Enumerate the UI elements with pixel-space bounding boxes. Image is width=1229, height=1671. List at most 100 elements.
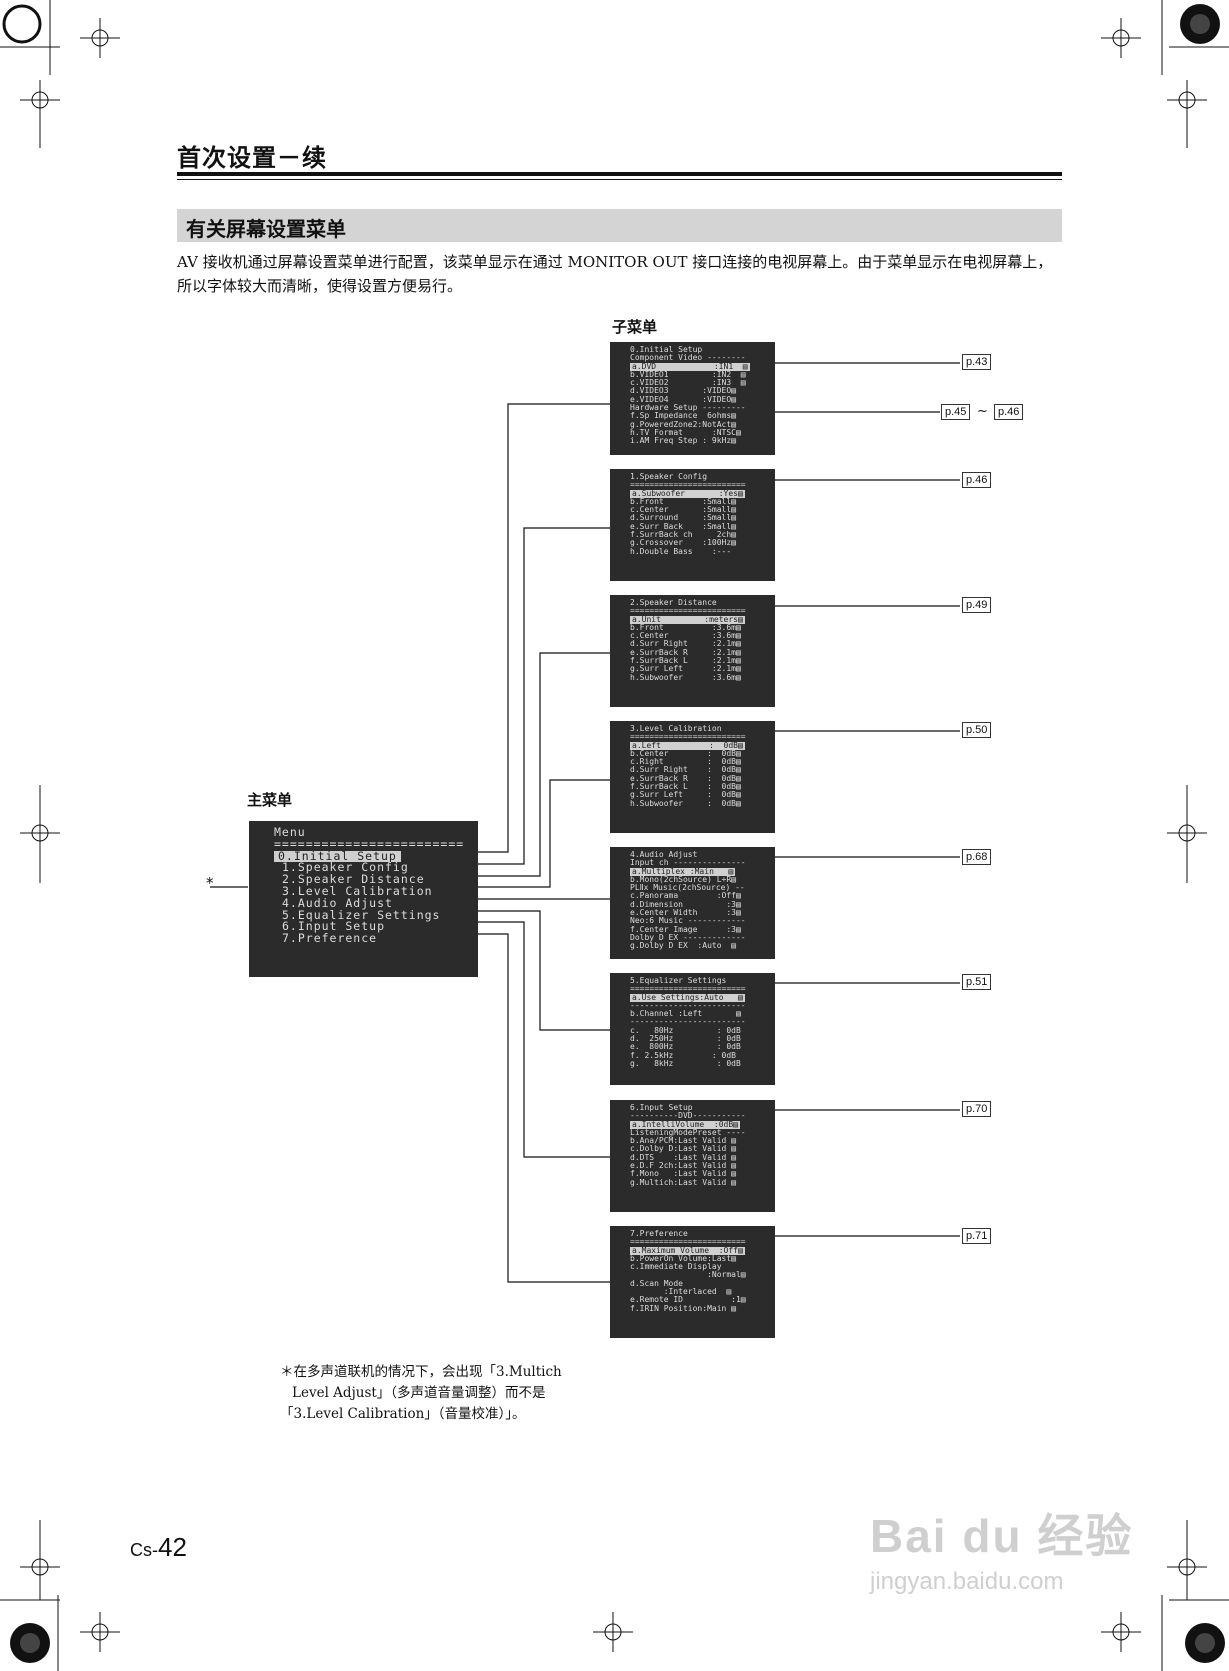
submenu-line[interactable]: c. 80Hz : 0dB	[630, 1025, 741, 1035]
submenu-line: Dolby D EX -------------	[630, 932, 746, 942]
main-menu-item[interactable]: 4.Audio Adjust	[282, 895, 393, 910]
submenu-line[interactable]: e.Center Width :3▤	[630, 908, 741, 918]
submenu-line: 1.Speaker Config	[630, 472, 708, 481]
submenu-line[interactable]: :Interlaced ▤	[630, 1287, 732, 1297]
submenu-line[interactable]: b.Front :3.6m▤	[630, 622, 741, 632]
main-menu-item[interactable]: 0.Initial Setup	[274, 850, 401, 863]
page-ref: p.51	[962, 974, 992, 990]
page-ref: p.71	[962, 1228, 992, 1244]
submenu-line[interactable]: h.Double Bass :---	[630, 546, 732, 556]
submenu-line: 4.Audio Adjust	[630, 850, 698, 859]
submenu-line[interactable]: c.VIDEO2 :IN3 ▤	[630, 378, 746, 388]
mainmenu-label: 主菜单	[247, 791, 293, 809]
submenu-line[interactable]: b.Channel :Left ▤	[630, 1009, 741, 1019]
submenu-line[interactable]: f.Sp Impedance 6ohms▤	[630, 411, 736, 421]
submenu-line[interactable]: d.DTS :Last Valid ▤	[630, 1152, 736, 1162]
submenu-speaker-config: 1.Speaker Config =======================…	[610, 469, 775, 581]
submenu-line[interactable]: a.Left : 0dB▤	[630, 740, 745, 750]
submenu-line[interactable]: h.Subwoofer :3.6m▤	[630, 672, 741, 682]
submenu-line: Neo:6 Music ------------	[630, 916, 746, 926]
submenu-line[interactable]: a.DVD :IN1 ▤	[630, 361, 750, 371]
submenu-line: 6.Input Setup	[630, 1103, 693, 1112]
submenu-line[interactable]: b.VIDEO1 :IN2 ▤	[630, 369, 746, 379]
submenu-line[interactable]: a.Unit :meters▤	[630, 614, 745, 624]
submenu-line[interactable]: c.Center :Small▤	[630, 505, 736, 515]
main-menu-separator: ========================	[274, 836, 465, 851]
submenu-line[interactable]: g.Multich:Last Valid ▤	[630, 1177, 736, 1187]
submenu-line[interactable]: d.Surround :Small▤	[630, 513, 736, 523]
submenu-line[interactable]: b.Center : 0dB▤	[630, 748, 741, 758]
submenu-line[interactable]: g.Surr Left :2.1m▤	[630, 664, 741, 674]
submenu-equalizer-settings: 5.Equalizer Settings ===================…	[610, 973, 775, 1085]
submenu-line[interactable]: f. 2.5kHz : 0dB	[630, 1050, 736, 1060]
submenu-line[interactable]: b.Front :Small▤	[630, 496, 736, 506]
submenu-line[interactable]: f.IRIN Position:Main ▤	[630, 1303, 736, 1313]
page-number: Cs-42	[130, 1532, 187, 1563]
footnote: ＊在多声道联机的情况下，会出现「3.Multich Level Adjust」（…	[280, 1362, 640, 1425]
main-menu-item[interactable]: 5.Equalizer Settings	[282, 907, 441, 922]
submenu-line[interactable]: e.Surr Back :Small▤	[630, 521, 736, 531]
submenu-line[interactable]: e.SurrBack R :2.1m▤	[630, 647, 741, 657]
submenu-line[interactable]: d. 250Hz : 0dB	[630, 1034, 741, 1044]
submenu-line[interactable]: a.Maximum Volume :Off▤	[630, 1245, 745, 1255]
submenu-line[interactable]: c.Immediate Display	[630, 1262, 722, 1272]
submenu-line[interactable]: h.Subwoofer : 0dB▤	[630, 798, 741, 808]
submenu-preference: 7.Preference ======================== a.…	[610, 1226, 775, 1338]
submenu-line[interactable]: c.Dolby D:Last Valid ▤	[630, 1144, 736, 1154]
submenu-initial-setup: 0.Initial Setup Component Video --------…	[610, 342, 775, 455]
submenu-line[interactable]: g.Crossover :100Hz▤	[630, 538, 736, 548]
submenu-line[interactable]: c.Panorama :Off▤	[630, 891, 741, 901]
submenu-line[interactable]: e.Remote ID :1▤	[630, 1295, 746, 1305]
submenu-line[interactable]: a.Use Settings:Auto ▤	[630, 992, 745, 1002]
submenu-label: 子菜单	[612, 318, 658, 336]
submenu-line[interactable]: e. 800Hz : 0dB	[630, 1042, 741, 1052]
submenu-line[interactable]: f.Center Image :3▤	[630, 924, 741, 934]
submenu-line[interactable]: a.Multiplex :Main ▤	[630, 866, 736, 876]
submenu-line[interactable]: c.Right : 0dB▤	[630, 757, 741, 767]
submenu-line[interactable]: d.VIDEO3 :VIDEO▤	[630, 386, 736, 396]
submenu-line[interactable]: c.Center :3.6m▤	[630, 631, 741, 641]
submenu-line[interactable]: b.Ana/PCM:Last Valid ▤	[630, 1136, 736, 1146]
submenu-line[interactable]: d.Surr Right :2.1m▤	[630, 639, 741, 649]
submenu-line[interactable]: g.Dolby D EX :Auto ▤	[630, 941, 736, 951]
footnote-line: Level Adjust」（多声道音量调整）而不是	[292, 1385, 546, 1401]
submenu-line[interactable]: e.VIDEO4 :VIDEO▤	[630, 394, 736, 404]
submenu-line[interactable]: b.Mono(2chSource) L+R▤	[630, 874, 736, 884]
submenu-line[interactable]: f.SurrBack ch 2ch▤	[630, 530, 736, 540]
page-ref: p.46	[994, 404, 1024, 420]
submenu-line[interactable]: e.SurrBack R : 0dB▤	[630, 773, 741, 783]
submenu-line[interactable]: h.TV Format :NTSC▤	[630, 427, 741, 437]
submenu-line[interactable]: e.D.F 2ch:Last Valid ▤	[630, 1161, 736, 1171]
submenu-line: ------------------------	[630, 1017, 746, 1027]
submenu-line[interactable]: d.Surr Right : 0dB▤	[630, 765, 741, 775]
main-menu-item[interactable]: 1.Speaker Config	[282, 860, 409, 875]
submenu-line[interactable]: f.Mono :Last Valid ▤	[630, 1169, 736, 1179]
title-rule-thin	[177, 179, 1062, 180]
submenu-line[interactable]: d.Scan Mode	[630, 1278, 683, 1288]
submenu-line[interactable]: i.AM Freq Step : 9kHz▤	[630, 436, 736, 446]
submenu-line[interactable]: :Normal▤	[630, 1270, 746, 1280]
submenu-line: Component Video --------	[630, 353, 746, 363]
submenu-line: ----------DVD-----------	[630, 1111, 746, 1121]
submenu-line[interactable]: g.PoweredZone2:NotAct▤	[630, 419, 736, 429]
submenu-line[interactable]: f.SurrBack L :2.1m▤	[630, 656, 741, 666]
submenu-line: 3.Level Calibration	[630, 724, 722, 733]
main-menu-item[interactable]: 3.Level Calibration	[282, 883, 433, 898]
main-menu-item[interactable]: 7.Preference	[282, 931, 378, 946]
submenu-audio-adjust: 4.Audio Adjust Input ch --------------- …	[610, 847, 775, 959]
page-ref: p.50	[962, 722, 992, 738]
submenu-line[interactable]: g. 8kHz : 0dB	[630, 1058, 741, 1068]
submenu-line: 2.Speaker Distance	[630, 598, 717, 607]
corner-targets	[2, 4, 1225, 1663]
submenu-line[interactable]: g.Surr Left : 0dB▤	[630, 790, 741, 800]
submenu-line[interactable]: a.IntelliVolume :0dB▤	[630, 1119, 740, 1129]
submenu-line[interactable]: f.SurrBack L : 0dB▤	[630, 782, 741, 792]
main-menu-item[interactable]: 6.Input Setup	[282, 919, 386, 934]
submenu-line[interactable]: b.PowerOn Volume:Last▤	[630, 1253, 736, 1263]
submenu-line[interactable]: d.Dimension :3▤	[630, 899, 741, 909]
submenu-line[interactable]: a.Subwoofer :Yes▤	[630, 488, 745, 498]
page-number-value: 42	[158, 1532, 187, 1562]
main-menu-item[interactable]: 2.Speaker Distance	[282, 872, 425, 887]
intro-paragraph: AV 接收机通过屏幕设置菜单进行配置，该菜单显示在通过 MONITOR OUT …	[177, 253, 1053, 295]
page-ref: p.49	[962, 597, 992, 613]
